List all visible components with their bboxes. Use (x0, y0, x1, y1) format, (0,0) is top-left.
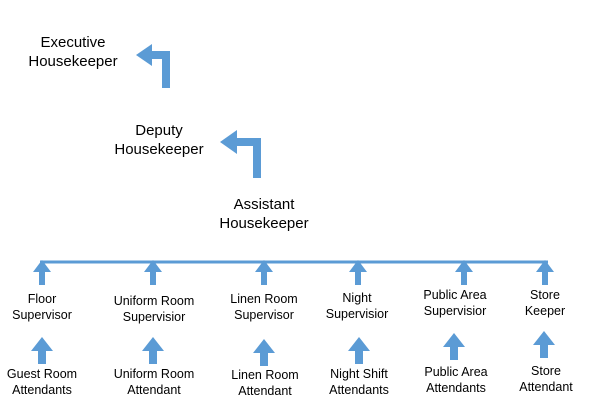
up-arrow-floor-supervisor (33, 260, 51, 285)
node-store-attendant: Store Attendant (510, 364, 582, 395)
node-label-line1: Public Area (423, 288, 487, 302)
node-linen-room-attendant: Linen Room Attendant (219, 368, 311, 399)
node-label-line1: Night (342, 291, 372, 305)
node-label-line2: Attendants (329, 382, 389, 397)
node-label-line2: Housekeeper (28, 52, 118, 70)
elbow-arrow-executive (136, 44, 170, 88)
node-public-area-attendants: Public Area Attendants (411, 365, 501, 396)
node-label-line2: Housekeeper (219, 214, 309, 232)
node-label-line2: Attendant (519, 379, 573, 394)
node-store-keeper: Store Keeper (515, 288, 575, 319)
node-public-area-supervisor: Public Area Supervisior (410, 288, 500, 319)
node-label-line2: Attendant (238, 383, 292, 398)
node-deputy-housekeeper: Deputy Housekeeper (104, 122, 214, 160)
node-label-line2: Supervisior (325, 306, 389, 321)
up-arrow-linen-room-attendant (253, 339, 275, 366)
node-label-line1: Linen Room (231, 368, 299, 382)
node-label-line1: Deputy (135, 122, 183, 139)
node-label-line2: Supervisior (122, 309, 186, 324)
node-label-line2: Supervisor (234, 307, 294, 322)
node-label-line1: Uniform Room (113, 367, 195, 381)
node-assistant-housekeeper: Assistant Housekeeper (208, 196, 320, 234)
node-label-line1: Guest Room (6, 367, 78, 381)
up-arrow-public-area-attendants (443, 333, 465, 360)
up-arrow-uniform-supervisor (144, 260, 162, 285)
up-arrow-store-attendant (533, 331, 555, 358)
node-uniform-room-attendant: Uniform Room Attendant (104, 367, 204, 398)
up-arrow-guest-room-attendants (31, 337, 53, 364)
node-label-line1: Linen Room (230, 292, 298, 306)
up-arrow-store-keeper (536, 260, 554, 285)
up-arrow-night-shift-attendants (348, 337, 370, 364)
up-arrow-linen-supervisor (255, 260, 273, 285)
node-label-line2: Attendants (426, 380, 486, 395)
node-night-shift-attendants: Night Shift Attendants (316, 367, 402, 398)
node-guest-room-attendants: Guest Room Attendants (0, 367, 84, 398)
node-label-line1: Store (531, 364, 561, 378)
node-label-line1: Uniform Room (113, 294, 195, 308)
node-label-line2: Supervisor (12, 307, 72, 322)
up-arrow-night-supervisor (349, 260, 367, 285)
node-label-line2: Keeper (524, 303, 566, 318)
node-linen-room-supervisor: Linen Room Supervisor (219, 292, 309, 323)
node-label-line1: Floor (27, 292, 57, 306)
node-label-line1: Night Shift (330, 367, 388, 381)
node-executive-housekeeper: Executive Housekeeper (18, 34, 128, 72)
node-label-line1: Public Area (424, 365, 488, 379)
node-floor-supervisor: Floor Supervisor (2, 292, 82, 323)
node-label-line1: Store (530, 288, 560, 302)
node-uniform-room-supervisor: Uniform Room Supervisior (104, 294, 204, 325)
node-label-line2: Housekeeper (114, 140, 204, 158)
node-label-line2: Attendant (127, 382, 181, 397)
node-label-line2: Supervisior (423, 303, 487, 318)
up-arrow-uniform-room-attendant (142, 337, 164, 364)
node-label-line1: Assistant (233, 196, 295, 213)
elbow-arrow-deputy (220, 130, 261, 178)
node-label-line2: Attendants (12, 382, 72, 397)
up-arrow-public-supervisor (455, 260, 473, 285)
node-label-line1: Executive (40, 34, 106, 51)
node-night-supervisor: Night Supervisior (315, 291, 399, 322)
